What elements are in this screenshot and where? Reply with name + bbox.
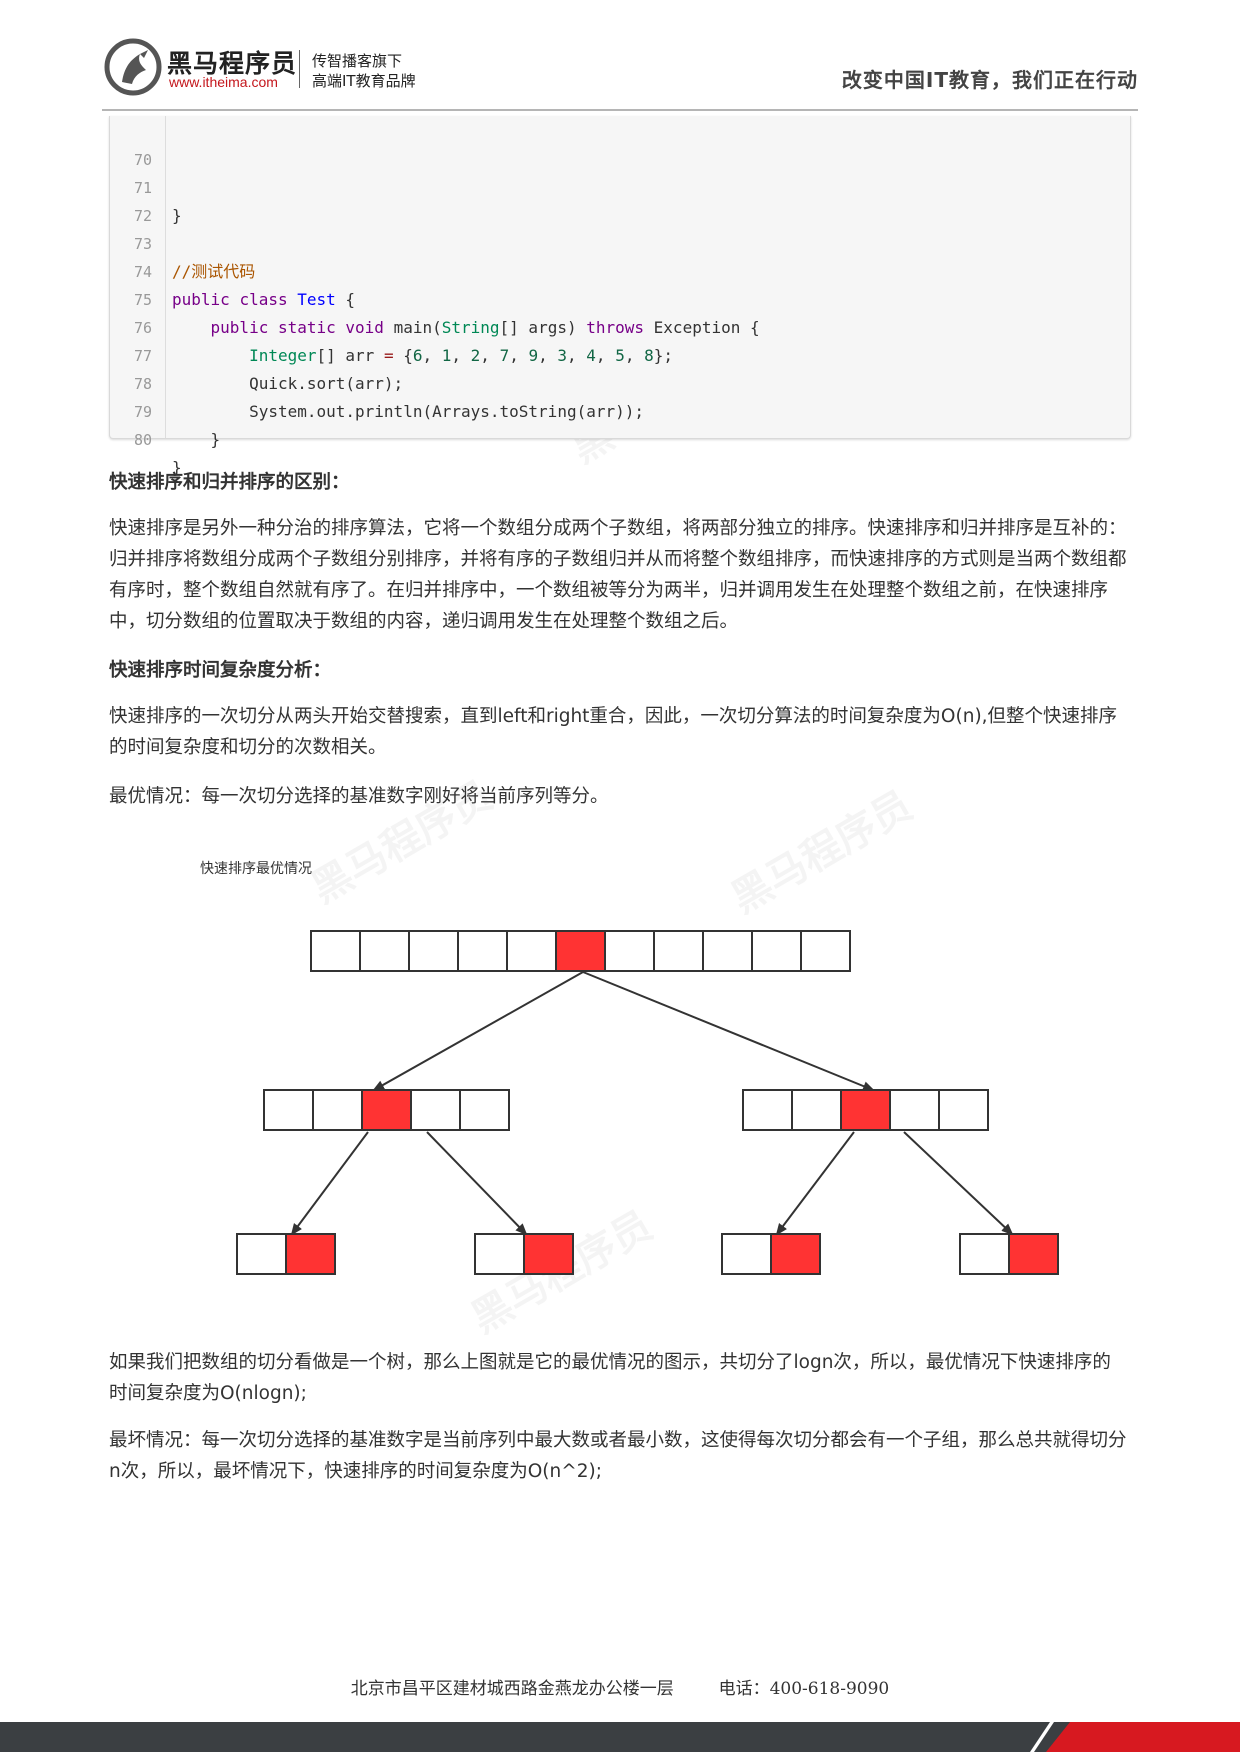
array-cell (959, 1233, 1010, 1275)
pivot-cell (361, 1089, 412, 1131)
array-cell (702, 930, 753, 972)
split-arrow (426, 1131, 528, 1236)
header-divider (102, 109, 1138, 111)
paragraph: 快速排序是另外一种分治的排序算法，它将一个数组分成两个子数组，将两部分独立的排序… (109, 518, 1127, 632)
code-line: 70 (110, 118, 1130, 169)
section-heading: 快速排序和归并排序的区别： (109, 472, 350, 493)
array-cell (800, 930, 851, 972)
brand-url[interactable]: www.itheima.com (169, 74, 278, 90)
header-slogan: 改变中国IT教育，我们正在行动 (841, 68, 1138, 92)
code-line: 72 (110, 174, 1130, 225)
code-line: 77 Quick.sort(arr); (110, 314, 1130, 393)
page-header: 黑马程序员 www.itheima.com 传智播客旗下 高端IT教育品牌 改变… (0, 0, 1240, 112)
footer-phone: 电话：400-618-9090 (718, 1679, 890, 1699)
array-cell (791, 1089, 842, 1131)
footer-address: 北京市昌平区建材城西路金燕龙办公楼一层 (350, 1679, 674, 1699)
array-cell (459, 1089, 510, 1131)
line-number: 76 (133, 319, 152, 337)
code-line: 73 //测试代码 (110, 202, 1130, 281)
code-line: 79 } (110, 370, 1130, 449)
array-cell (653, 930, 704, 972)
paragraph: 最优情况：每一次切分选择的基准数字刚好将当前序列等分。 (109, 786, 609, 807)
diagram-arrows (290, 971, 1014, 1236)
line-number: 80 (133, 431, 152, 449)
array-cell (751, 930, 802, 972)
diagram-caption: 快速排序最优情况 (200, 861, 312, 877)
paragraph: 如果我们把数组的切分看做是一个树，那么上图就是它的最优情况的图示，共切分了log… (109, 1352, 1111, 1404)
brand-subtitle: 高端IT教育品牌 (312, 72, 416, 90)
array-cell (359, 930, 410, 972)
line-number: 74 (133, 263, 152, 281)
code-text: System.out.println(Arrays.toString(arr))… (172, 402, 645, 421)
code-text: } (172, 206, 182, 225)
brand-divider (299, 50, 300, 88)
line-number: 72 (133, 207, 152, 225)
code-text: Quick.sort(arr); (172, 374, 404, 393)
pivot-cell (1008, 1233, 1059, 1275)
code-text: public static void main(String[] args) t… (210, 318, 760, 337)
code-line: 74 public class Test { (110, 230, 1130, 309)
code-text: Integer[] arr = {6, 1, 2, 7, 9, 3, 4, 5,… (249, 346, 673, 365)
code-block: 70 71 } 72 73 //测试代码 74 public class Tes… (109, 116, 1131, 477)
split-arrow (582, 971, 875, 1091)
code-comment: //测试代码 (172, 262, 256, 281)
array-cell (474, 1233, 525, 1275)
array-cell (408, 930, 459, 972)
code-text: public class Test { (172, 290, 356, 309)
array-cell (938, 1089, 989, 1131)
code-line: 76 Integer[] arr = {6, 1, 2, 7, 9, 3, 4,… (110, 286, 1130, 365)
line-number: 75 (133, 291, 152, 309)
brand-name: 黑马程序员 (167, 49, 298, 78)
code-line: 80 } (110, 398, 1130, 477)
footer-accent (1046, 1722, 1240, 1752)
quicksort-tree-diagram (236, 930, 1059, 1275)
array-cell (263, 1089, 314, 1131)
paragraph: 快速排序的一次切分从两头开始交替搜索，直到left和right重合，因此，一次切… (109, 706, 1118, 758)
line-number: 70 (133, 151, 152, 169)
array-cell (312, 1089, 363, 1131)
line-number-gutter (110, 116, 166, 438)
split-arrow (372, 971, 584, 1091)
array-cell (889, 1089, 940, 1131)
line-number: 77 (133, 347, 152, 365)
pivot-cell (840, 1089, 891, 1131)
pivot-cell (555, 930, 606, 972)
split-arrow (290, 1131, 369, 1236)
array-cell (604, 930, 655, 972)
pivot-cell (770, 1233, 821, 1275)
footer-contact: 北京市昌平区建材城西路金燕龙办公楼一层 电话：400-618-9090 (0, 1674, 1240, 1699)
array-cell (457, 930, 508, 972)
code-text: } (172, 458, 182, 477)
paragraph: 最坏情况：每一次切分选择的基准数字是当前序列中最大数或者最小数，这使得每次切分都… (109, 1430, 1127, 1482)
section-heading: 快速排序时间复杂度分析： (109, 660, 332, 681)
line-number: 71 (133, 179, 152, 197)
array-cell (236, 1233, 287, 1275)
brand-subtitle: 传智播客旗下 (312, 52, 403, 70)
array-cell (742, 1089, 793, 1131)
code-line: 78 System.out.println(Arrays.toString(ar… (110, 342, 1130, 421)
line-number: 79 (133, 403, 152, 421)
horse-logo-icon (104, 38, 162, 96)
array-cell (310, 930, 361, 972)
array-cell (721, 1233, 772, 1275)
pivot-cell (285, 1233, 336, 1275)
line-number: 73 (133, 235, 152, 253)
code-text: } (172, 430, 221, 449)
split-arrow (903, 1131, 1014, 1236)
code-line: 71 } (110, 146, 1130, 225)
line-number: 78 (133, 375, 152, 393)
array-cell (506, 930, 557, 972)
code-line: 75 public static void main(String[] args… (110, 258, 1130, 337)
split-arrow (775, 1131, 855, 1236)
array-cell (410, 1089, 461, 1131)
diagram-cells (236, 930, 1059, 1275)
pivot-cell (523, 1233, 574, 1275)
